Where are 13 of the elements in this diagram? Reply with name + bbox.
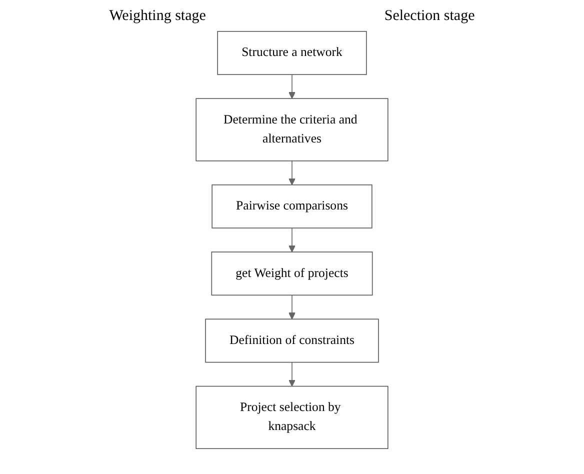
arrow [288,362,296,387]
node-box: Definition of constraints [205,318,379,363]
node-box: get Weight of projects [211,252,373,296]
arrow [288,160,296,186]
node-box: Pairwise comparisons [212,184,372,228]
stage-heading: Selection stage [384,8,475,25]
arrow [288,228,296,252]
arrow [288,74,296,99]
stage-heading: Weighting stage [109,8,206,25]
arrow [288,294,296,320]
node-box: Project selection by knapsack [196,386,388,449]
node-box: Structure a network [217,31,367,75]
node-box: Determine the criteria and alternatives [196,98,388,162]
